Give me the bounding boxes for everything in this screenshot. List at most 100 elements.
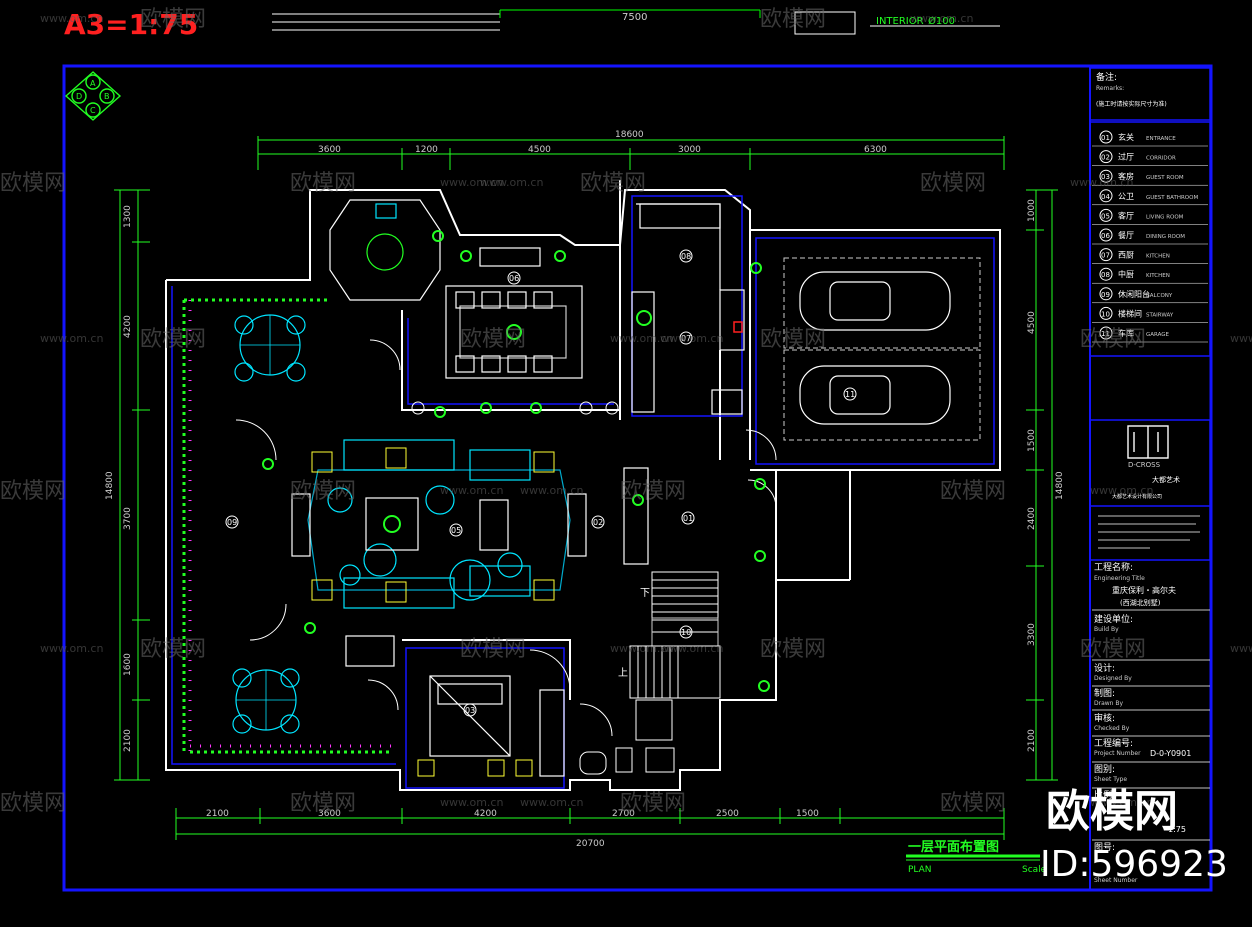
dim-right-1: 4500: [1027, 311, 1037, 334]
project-label: 工程名称:: [1094, 561, 1133, 573]
room-tag-01: 01: [683, 514, 693, 523]
legend-num: 11: [1101, 330, 1110, 338]
legend-zh: 西厨: [1118, 251, 1134, 260]
check-label-en: Checked By: [1094, 725, 1130, 732]
legend-num: 01: [1101, 134, 1110, 142]
legend-en: LIVING ROOM: [1146, 214, 1184, 220]
dim-right-4: 3300: [1027, 623, 1037, 646]
compass-b: B: [104, 92, 110, 101]
watermark-brand: 欧模网: [940, 791, 1006, 816]
room-tag-09: 09: [227, 518, 237, 527]
watermark-url: www.om.cn: [1090, 796, 1153, 809]
legend-badge: [1099, 228, 1113, 242]
watermark-url: www.om.cn: [910, 12, 973, 25]
watermark-brand: 欧模网: [140, 327, 206, 352]
legend-en: CORRIDOR: [1146, 156, 1176, 162]
check-label: 审核:: [1094, 712, 1115, 724]
legend-zh: 玄关: [1118, 132, 1134, 142]
legend-en: KITCHEN: [1146, 254, 1170, 260]
dining-table: [445, 247, 583, 379]
dim-top-overall: 18600: [615, 130, 644, 140]
watermark-brand: 欧模网: [1080, 637, 1146, 662]
walls: [165, 180, 1001, 791]
watermark-url: www.om.cn: [440, 176, 503, 189]
legend-en: GARAGE: [1146, 332, 1170, 338]
header-label-interior: INTERIOR: [876, 16, 924, 27]
title-block: [1089, 67, 1211, 561]
legend-num: 06: [1101, 232, 1110, 240]
dim-top-3: 3000: [678, 145, 701, 155]
garage: [783, 257, 981, 441]
build-label-en: Build By: [1094, 626, 1119, 633]
watermark-brand: 欧模网: [760, 327, 826, 352]
dim-bottom-5: 1500: [796, 809, 819, 819]
plan-title: 一层平面布置图: [908, 839, 999, 855]
compass-d: D: [76, 92, 82, 101]
legend-num: 04: [1101, 193, 1110, 201]
legend-num: 02: [1101, 154, 1110, 162]
dim-left-2: 3700: [123, 507, 133, 530]
remarks-title-en: Remarks:: [1096, 85, 1124, 92]
legend-badge: [1099, 189, 1113, 203]
compass-icon: [64, 71, 122, 121]
legend-num: 05: [1101, 212, 1110, 220]
legend-num: 09: [1101, 291, 1110, 299]
watermark-brand: 欧模网: [620, 479, 686, 504]
draw-label: 制图:: [1094, 687, 1115, 699]
legend-zh: 楼梯间: [1118, 308, 1142, 318]
legend-en: ENTRANCE: [1146, 136, 1176, 142]
design-label: 设计:: [1094, 662, 1115, 674]
kitchen: [623, 203, 745, 565]
room-tag-10: 10: [681, 628, 691, 637]
legend-zh: 车库: [1118, 328, 1134, 338]
watermark-url: www.om.cn: [1070, 176, 1133, 189]
watermark-brand: 欧模网: [760, 637, 826, 662]
legend-en: BALCONY: [1146, 293, 1173, 299]
room-tag-08: 08: [681, 252, 691, 261]
plan-scale-en: Scale: [1022, 865, 1047, 875]
watermark-url: www.om.cn: [610, 642, 673, 655]
remarks-title: 备注:: [1096, 71, 1117, 83]
watermark-url: www.om.cn: [1230, 332, 1252, 345]
dim-left-1: 4200: [123, 315, 133, 338]
watermark-brand: 欧模网: [940, 479, 1006, 504]
projno-value: D-0-Y0901: [1150, 749, 1191, 758]
dim-bottom-4: 2500: [716, 809, 739, 819]
sheet-label: 图别:: [1094, 764, 1115, 775]
projno-label: 工程编号:: [1094, 737, 1133, 749]
plan-title-en: PLAN: [908, 865, 932, 875]
dim-top-0: 3600: [318, 145, 341, 155]
watermark-url: www.om.cn: [610, 332, 673, 345]
watermark-url: www.om.cn: [440, 796, 503, 809]
dim-right-5: 2100: [1027, 729, 1037, 752]
dim-left-3: 1600: [123, 653, 133, 676]
watermark-brand: 欧模网: [0, 791, 66, 816]
legend-zh: 客厅: [1118, 210, 1134, 220]
remarks-note: (施工时请按实际尺寸为准): [1096, 100, 1167, 108]
watermark-url: www.om.cn: [660, 642, 723, 655]
watermark-brand: 欧模网: [290, 479, 356, 504]
floor-plan: 下 上: [165, 180, 1001, 791]
stair-down-label: 下: [640, 588, 650, 599]
dimension-lines: [114, 136, 1058, 840]
legend-num: 10: [1101, 310, 1110, 318]
legend-zh: 休闲阳台: [1118, 289, 1150, 299]
car-icon: [799, 271, 951, 425]
dim-bottom-1: 3600: [318, 809, 341, 819]
header-label-dia: Ø100: [928, 15, 955, 27]
dim-left-4: 2100: [123, 729, 133, 752]
legend-num: 08: [1101, 271, 1110, 279]
watermark-brand: 欧模网: [1080, 327, 1146, 352]
legend-zh: 餐厅: [1118, 231, 1134, 240]
project-label-en: Engineering Title: [1094, 575, 1145, 582]
watermark-brand: 欧模网: [620, 791, 686, 816]
scale-label: 比例:: [1094, 789, 1115, 801]
watermark-brand: 欧模网: [0, 479, 66, 504]
living-room-furniture: [291, 439, 587, 609]
foyer: [329, 199, 441, 301]
watermark-brand: 欧模网: [460, 637, 526, 662]
room-tag-02: 02: [593, 518, 603, 527]
legend-en: GUEST ROOM: [1146, 175, 1184, 181]
room-tag-11: 11: [845, 390, 855, 399]
